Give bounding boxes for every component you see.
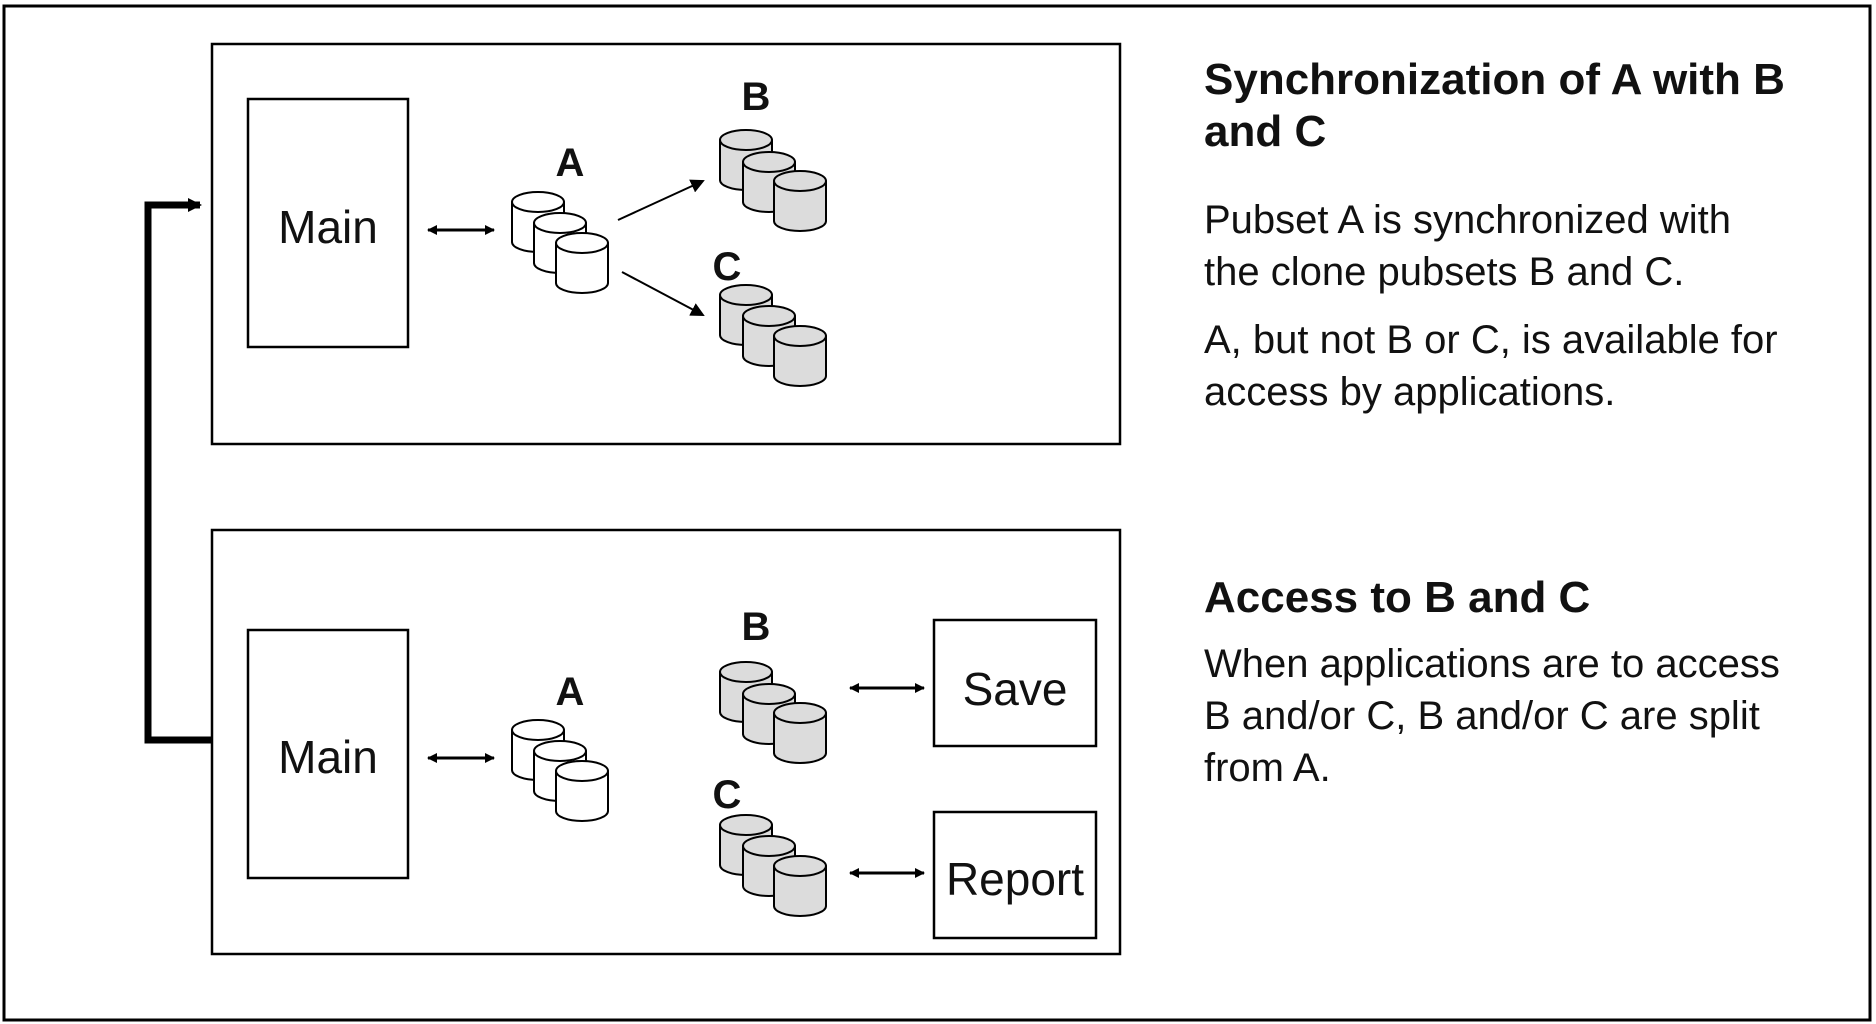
section2-para-line2: B and/or C, B and/or C are split xyxy=(1204,694,1760,738)
section1-heading-line2: and C xyxy=(1204,107,1327,156)
bottom-pubset-c-icon xyxy=(719,814,827,917)
top-pubset-a-label: A xyxy=(556,141,585,185)
bottom-pubset-a-label: A xyxy=(556,670,585,714)
report-label: Report xyxy=(946,853,1084,905)
top-a-to-c-arrow xyxy=(621,271,705,316)
top-pubset-c-label: C xyxy=(713,245,742,289)
bottom-main-box xyxy=(246,628,410,880)
section2-para-line3: from A. xyxy=(1204,746,1331,790)
bottom-pubset-b-label: B xyxy=(742,605,771,649)
top-pubset-b-icon xyxy=(719,129,827,232)
top-pubset-c-icon xyxy=(719,284,827,387)
section2-para-line1: When applications are to access xyxy=(1204,642,1780,686)
section1-para1-line1: Pubset A is synchronized with xyxy=(1204,198,1731,242)
top-panel-frame xyxy=(210,42,1122,446)
report-box xyxy=(932,810,1098,940)
save-label: Save xyxy=(963,663,1068,715)
bottom-pubset-c-label: C xyxy=(713,773,742,817)
section2-heading: Access to B and C xyxy=(1204,573,1591,622)
top-pubset-b-label: B xyxy=(742,75,771,119)
section1-para1-line2: the clone pubsets B and C. xyxy=(1204,250,1685,294)
save-box xyxy=(932,618,1098,748)
return-connector-arrow xyxy=(144,198,212,744)
outer-frame xyxy=(2,4,1872,1022)
bottom-pubset-a-icon xyxy=(511,719,609,822)
top-pubset-a-icon xyxy=(511,191,609,294)
section1-para2-line2: access by applications. xyxy=(1204,370,1616,414)
bottom-main-label: Main xyxy=(278,731,378,783)
section1-heading-line1: Synchronization of A with B xyxy=(1204,55,1785,104)
top-main-box xyxy=(246,97,410,349)
top-main-label: Main xyxy=(278,201,378,253)
bottom-pubset-b-icon xyxy=(719,661,827,764)
top-a-to-b-arrow xyxy=(617,179,705,221)
bottom-panel-frame xyxy=(210,528,1122,956)
section1-para2-line1: A, but not B or C, is available for xyxy=(1204,318,1778,362)
